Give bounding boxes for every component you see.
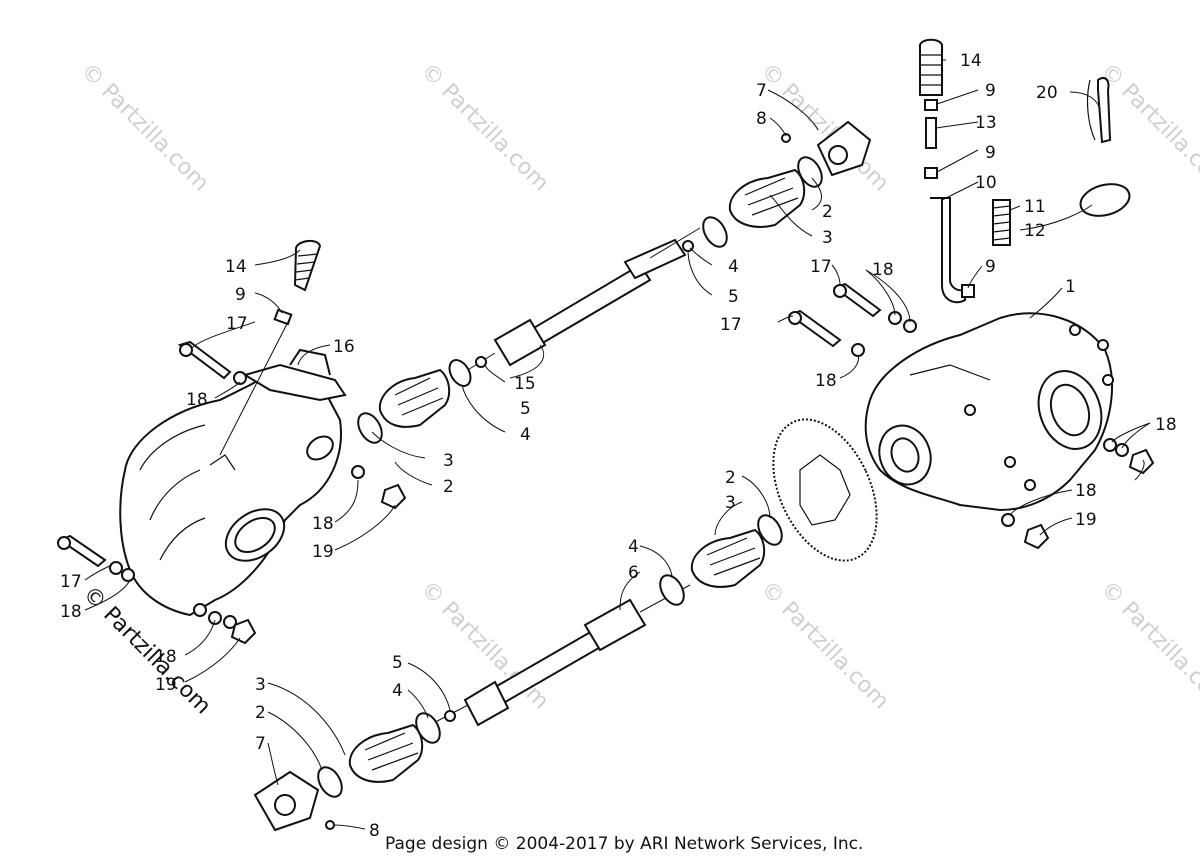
callout-3: 3 bbox=[443, 451, 454, 471]
callout-9: 9 bbox=[985, 81, 996, 101]
callout-1: 1 bbox=[1065, 277, 1076, 297]
callout-8: 8 bbox=[369, 821, 380, 841]
upper-left-boot-set bbox=[357, 356, 487, 444]
callout-3: 3 bbox=[725, 493, 736, 513]
watermark: © Partzilla.com bbox=[416, 59, 554, 197]
callout-17: 17 bbox=[60, 572, 82, 592]
callout-19: 19 bbox=[1075, 510, 1097, 530]
right-vent-hose bbox=[919, 38, 975, 304]
watermark: © Partzilla.com bbox=[76, 59, 214, 197]
callout-4: 4 bbox=[628, 537, 639, 557]
callout-19: 19 bbox=[155, 675, 177, 695]
page-footer: Page design © 2004-2017 by ARI Network S… bbox=[385, 834, 864, 854]
callout-7: 7 bbox=[255, 734, 266, 754]
callout-10: 10 bbox=[975, 173, 997, 193]
callout-18: 18 bbox=[155, 647, 177, 667]
watermark: © Partzilla.com bbox=[756, 577, 894, 715]
callout-7: 7 bbox=[756, 81, 767, 101]
callout-4: 4 bbox=[728, 257, 739, 277]
callout-18: 18 bbox=[872, 260, 894, 280]
lower-left-boot-set bbox=[317, 710, 456, 798]
upper-axle-shaft bbox=[454, 227, 701, 379]
callout-14: 14 bbox=[960, 51, 982, 71]
callout-4: 4 bbox=[520, 425, 531, 445]
leader-lines bbox=[84, 59, 1151, 830]
callout-17: 17 bbox=[720, 315, 742, 335]
callout-14: 14 bbox=[225, 257, 247, 277]
callout-3: 3 bbox=[822, 228, 833, 248]
callout-6: 6 bbox=[628, 563, 639, 583]
callout-18: 18 bbox=[1155, 415, 1177, 435]
callout-13: 13 bbox=[975, 113, 997, 133]
lower-right-boot-set bbox=[659, 514, 783, 606]
callout-18: 18 bbox=[60, 602, 82, 622]
callout-5: 5 bbox=[520, 399, 531, 419]
callout-9: 9 bbox=[985, 257, 996, 277]
callout-9: 9 bbox=[985, 143, 996, 163]
callout-18: 18 bbox=[1075, 481, 1097, 501]
callout-20: 20 bbox=[1036, 83, 1058, 103]
left-vent-hose bbox=[219, 240, 322, 456]
callout-16: 16 bbox=[333, 337, 355, 357]
left-fasteners bbox=[57, 340, 407, 645]
right-fasteners bbox=[787, 282, 1155, 550]
callout-12: 12 bbox=[1024, 221, 1046, 241]
callout-8: 8 bbox=[756, 109, 767, 129]
brake-disc bbox=[772, 418, 878, 562]
callout-labels: 14 9 17 16 18 3 2 18 19 15 5 4 17 18 18 … bbox=[60, 51, 1177, 841]
spring-and-rings bbox=[992, 77, 1131, 246]
callout-18: 18 bbox=[815, 371, 837, 391]
callout-11: 11 bbox=[1024, 197, 1046, 217]
lower-flange bbox=[253, 770, 335, 832]
callout-2: 2 bbox=[255, 703, 266, 723]
upper-right-boot-set bbox=[682, 156, 823, 252]
callout-2: 2 bbox=[725, 468, 736, 488]
callout-18: 18 bbox=[186, 390, 208, 410]
lower-axle-shaft bbox=[419, 584, 691, 731]
callout-19: 19 bbox=[312, 542, 334, 562]
callout-18: 18 bbox=[312, 514, 334, 534]
callout-5: 5 bbox=[728, 287, 739, 307]
callout-5: 5 bbox=[392, 653, 403, 673]
watermark: © Partzilla.com bbox=[1096, 59, 1200, 197]
callout-17: 17 bbox=[810, 257, 832, 277]
callout-9: 9 bbox=[235, 285, 246, 305]
right-gear-case bbox=[864, 312, 1114, 512]
callout-4: 4 bbox=[392, 681, 403, 701]
watermark: © Partzilla.com bbox=[1096, 577, 1200, 715]
callout-17: 17 bbox=[226, 314, 248, 334]
callout-2: 2 bbox=[443, 477, 454, 497]
callout-3: 3 bbox=[255, 675, 266, 695]
callout-15: 15 bbox=[514, 374, 536, 394]
callout-2: 2 bbox=[822, 202, 833, 222]
upper-flange bbox=[781, 120, 872, 177]
left-gear-case bbox=[119, 348, 347, 629]
